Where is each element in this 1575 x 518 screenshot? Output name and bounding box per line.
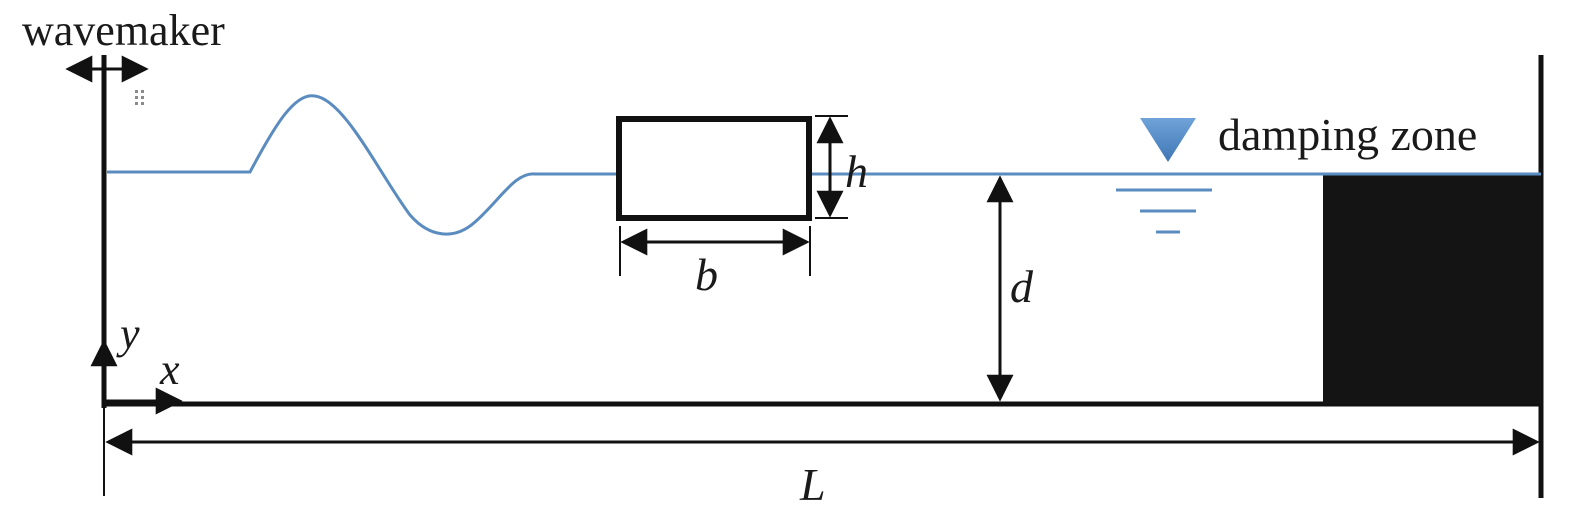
y-axis-label: y (116, 309, 140, 358)
length-label: L (799, 459, 826, 510)
breadth-label: b (695, 249, 718, 300)
wavemaker-label: wavemaker (22, 6, 225, 55)
depth-label: d (1010, 261, 1034, 312)
height-label: h (845, 146, 868, 197)
x-axis-label: x (159, 345, 180, 394)
damping-zone-block (1323, 174, 1541, 404)
grip-dots-icon (135, 90, 144, 105)
floating-structure (616, 116, 812, 221)
water-surface-line (107, 94, 1541, 236)
free-surface-marker-icon (1140, 118, 1196, 162)
damping-zone-label: damping zone (1218, 109, 1477, 160)
